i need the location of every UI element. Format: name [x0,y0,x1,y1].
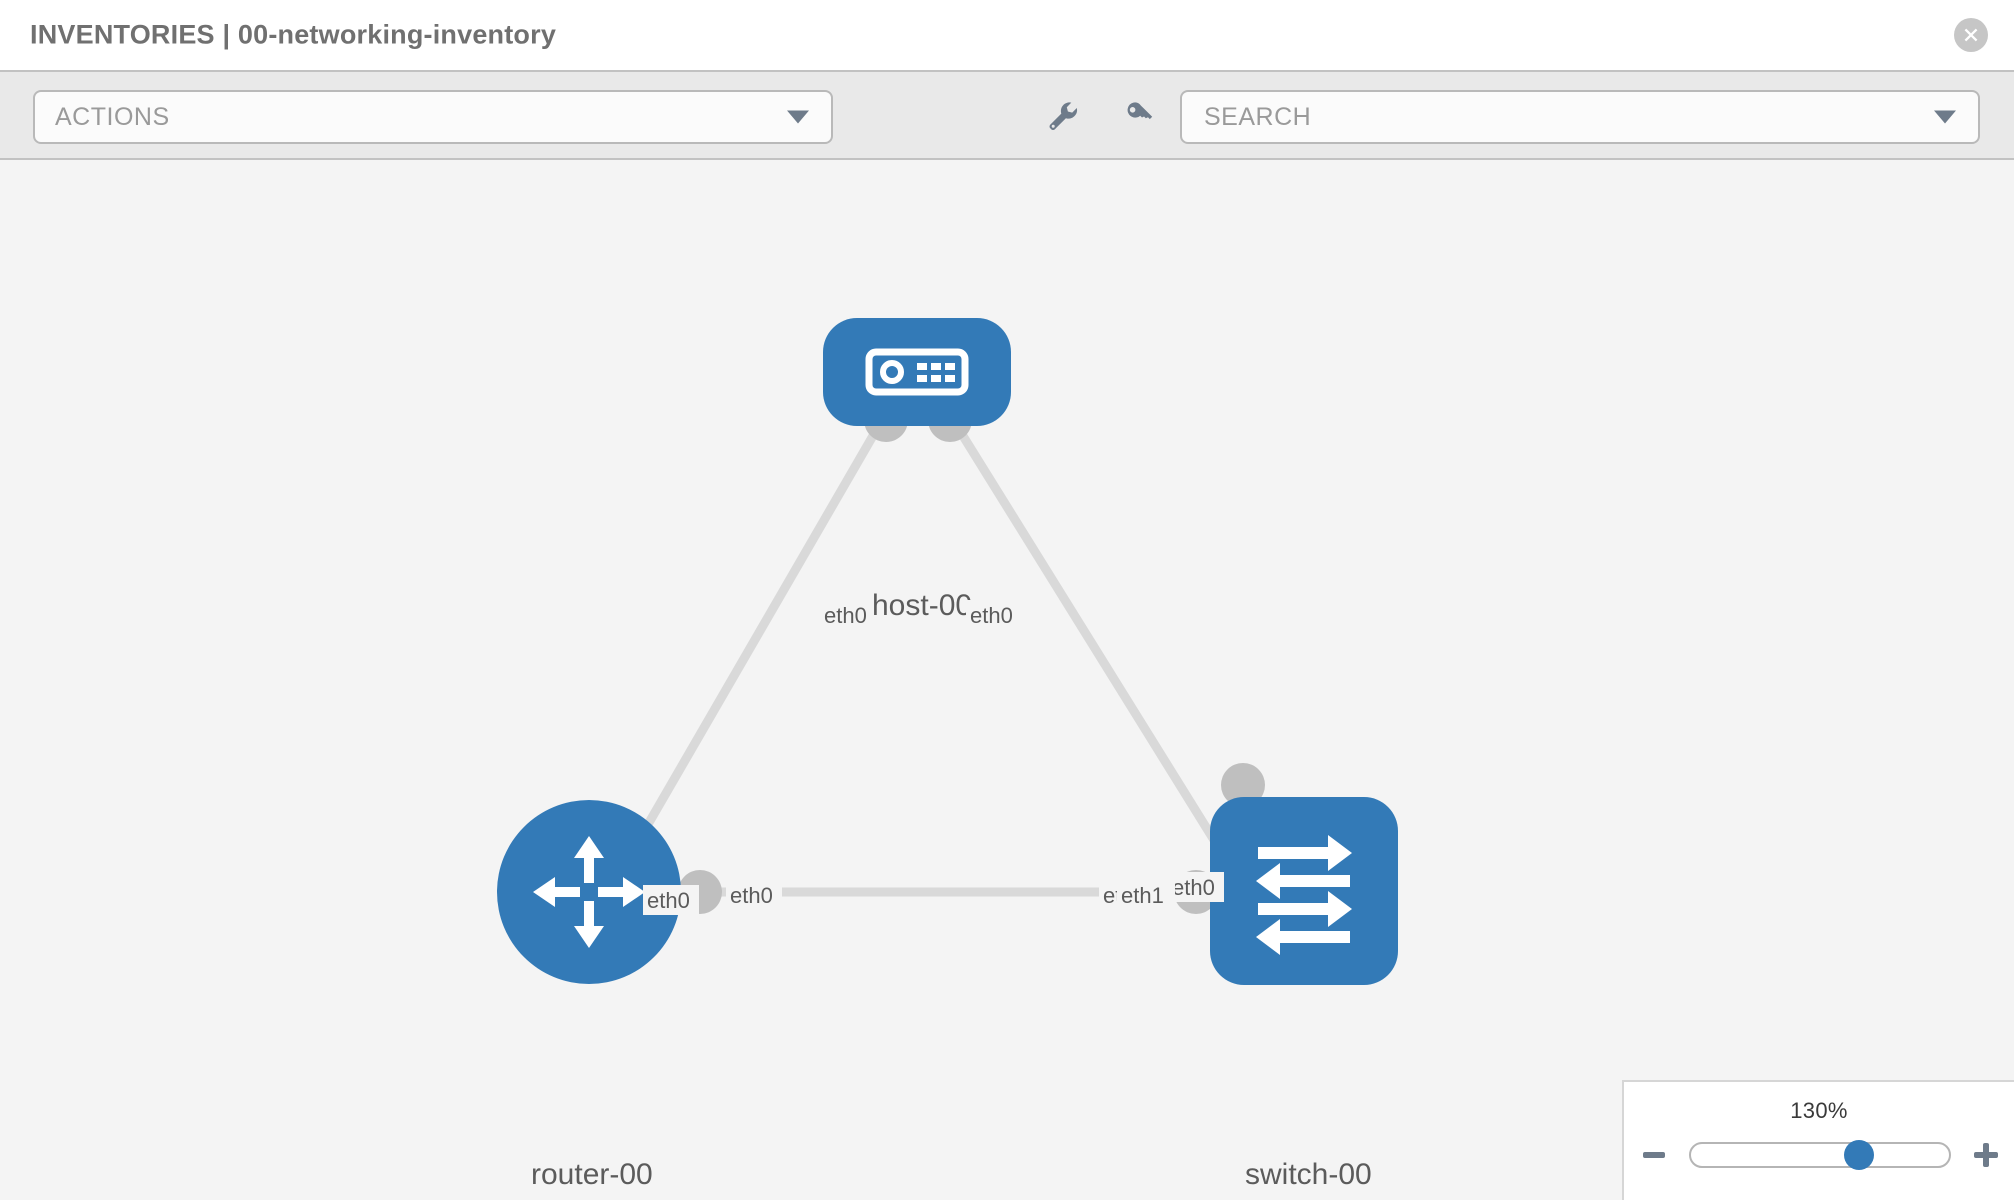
iface-label-switch-left-b: eth1 [1121,883,1164,908]
topology-ports [678,398,1265,914]
node-switch-00[interactable]: switch-00 [1210,797,1398,1193]
interface-labels: eth0 host-00 eth0 eth0 eth0 eth0 eth0 [643,585,1224,915]
iface-label-host-left: eth0 [824,603,867,628]
node-label-switch: switch-00 [1245,1158,1372,1191]
zoom-in-button[interactable] [1969,1138,2003,1172]
search-chevron-down-icon[interactable] [1934,110,1956,124]
page-title: INVENTORIES | 00-networking-inventory [30,19,557,50]
toolbar-icon-group [1040,93,1162,137]
node-router-00[interactable]: router-00 [497,800,681,1193]
zoom-out-button[interactable] [1637,1138,1671,1172]
key-icon[interactable] [1118,93,1162,137]
server-icon [865,348,969,396]
link-host-router[interactable] [606,412,889,893]
toolbar: ACTIONS [0,70,2014,160]
zoom-control-row [1624,1138,2014,1172]
page-header: INVENTORIES | 00-networking-inventory [0,0,2014,70]
iface-label-host-right: eth0 [970,603,1013,628]
node-label-router: router-00 [531,1158,653,1191]
close-icon[interactable] [1954,18,1988,52]
node-label-host-overlay: host-00 [872,589,972,622]
topology-canvas[interactable]: host-00 router-00 [0,160,2014,1200]
actions-dropdown[interactable]: ACTIONS [33,90,833,144]
port-switch-top[interactable] [1221,763,1265,807]
search-input[interactable] [1202,101,1902,133]
zoom-level-label: 130% [1790,1098,1848,1123]
router-arrows-icon [533,836,645,948]
wrench-icon[interactable] [1040,93,1084,137]
iface-label-router-right: eth0 [730,883,773,908]
topology-graph[interactable]: host-00 router-00 [0,160,2014,1200]
iface-label-router-up: eth0 [647,888,690,913]
topology-links [589,412,1303,897]
search-field[interactable] [1180,90,1980,144]
switch-arrows-icon [1256,835,1352,955]
zoom-control-panel: 130% [1622,1080,2014,1200]
iface-label-switch-up: eth0 [1172,875,1215,900]
chevron-down-icon [787,110,809,124]
zoom-slider[interactable] [1689,1140,1951,1170]
zoom-slider-thumb[interactable] [1843,1140,1874,1170]
actions-dropdown-label: ACTIONS [55,102,170,131]
link-host-switch[interactable] [946,412,1249,893]
